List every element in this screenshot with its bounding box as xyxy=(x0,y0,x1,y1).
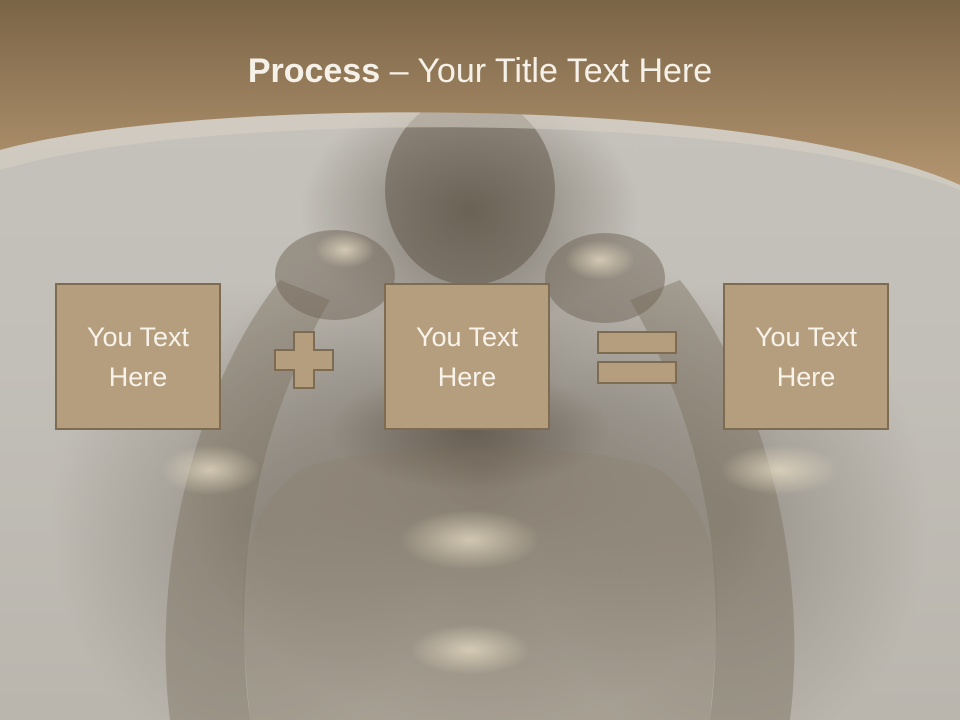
process-box-label: You Text Here xyxy=(415,321,519,392)
equals-icon xyxy=(597,331,677,384)
title-bold: Process xyxy=(247,52,381,90)
process-box-label: You Text Here xyxy=(754,321,858,392)
process-box-3[interactable]: You Text Here xyxy=(723,283,889,430)
process-box-label: You Text Here xyxy=(86,321,190,392)
header-band xyxy=(0,0,960,190)
process-box-1[interactable]: You Text Here xyxy=(55,283,221,430)
title-rest: Your Title Text Here xyxy=(417,52,713,90)
title-separator: – xyxy=(389,52,409,90)
plus-icon xyxy=(274,331,334,389)
process-box-2[interactable]: You Text Here xyxy=(384,283,550,430)
slide-title: Process – Your Title Text Here xyxy=(0,52,960,91)
